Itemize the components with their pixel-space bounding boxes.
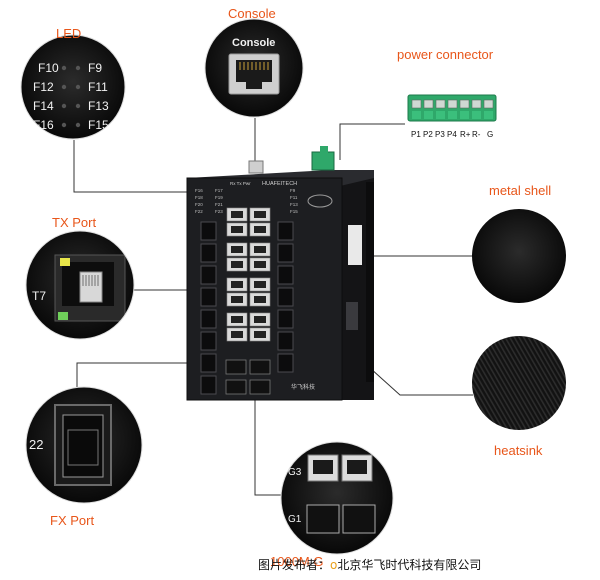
device-led-label: F15 <box>290 209 298 214</box>
gigabit-label-g1: G1 <box>288 514 302 525</box>
pin-label: P4 <box>447 130 457 139</box>
label-tx-port: TX Port <box>52 215 97 230</box>
fx-port-zoom: 22 <box>26 387 142 503</box>
console-zoom: Console <box>205 19 303 117</box>
pin-label: P2 <box>423 130 433 139</box>
device-led-label: F21 <box>215 202 223 207</box>
gigabit-ports <box>225 359 271 395</box>
publisher-footer: 图片发布者：o北京华飞时代科技有限公司 <box>258 556 481 573</box>
device-logo <box>307 194 333 208</box>
pin-label: R- <box>472 130 481 139</box>
metal-shell-zoom <box>472 209 566 303</box>
console-zoom-label: Console <box>232 37 275 49</box>
led-label-f13: F13 <box>88 99 109 113</box>
led-dot <box>61 122 67 128</box>
pin-label: R+ <box>460 130 471 139</box>
led-dot <box>61 65 67 71</box>
label-gigabit-prefix: 1000M G <box>270 554 324 569</box>
led-label-f9: F9 <box>88 61 102 75</box>
switch-device: HUAFEITECH Rx Tx Pwr F16 F18 F20 F22 F17… <box>186 146 374 401</box>
heatsink-connector-line <box>369 367 473 396</box>
heatsink-zoom <box>472 336 566 430</box>
left-sfp-column <box>200 221 217 395</box>
device-led-label: F19 <box>215 195 223 200</box>
label-heatsink: heatsink <box>494 443 543 458</box>
pin-label: P3 <box>435 130 445 139</box>
led-dot <box>61 84 67 90</box>
led-dot <box>75 65 81 71</box>
device-led-label: F17 <box>215 188 223 193</box>
device-led-label: F9 <box>290 188 296 193</box>
led-dot <box>61 103 67 109</box>
led-connector-line <box>73 140 190 193</box>
led-dot <box>75 103 81 109</box>
device-led-label: F20 <box>195 202 203 207</box>
led-zoom: F10 F12 F14 F16 F9 F11 F13 F15 <box>21 35 125 139</box>
device-led-label: F22 <box>195 209 203 214</box>
device-brand: HUAFEITECH <box>262 181 297 187</box>
device-led-label: F16 <box>195 188 203 193</box>
label-gigabit-suffix: o <box>330 558 338 572</box>
label-gigabit: 1000M G <box>270 554 323 569</box>
pin-label: P1 <box>411 130 421 139</box>
label-led: LED <box>56 26 82 41</box>
fxport-connector-line <box>76 362 190 390</box>
device-led-label: F18 <box>195 195 203 200</box>
led-dot <box>75 122 81 128</box>
label-console: Console <box>228 6 276 21</box>
tx-port-zoom: T7 <box>26 231 134 339</box>
device-led-label: F23 <box>215 209 223 214</box>
device-bottom-brand: 华飞科技 <box>291 383 315 391</box>
pin-label: G <box>487 130 493 139</box>
led-label-f14: F14 <box>33 99 54 113</box>
footer-prefix: 图片发布者： <box>258 558 331 572</box>
device-led-label: F13 <box>290 202 298 207</box>
led-label-f11: F11 <box>88 80 108 94</box>
label-metal-shell: metal shell <box>489 183 552 198</box>
device-top-text: Rx Tx Pwr <box>230 181 251 186</box>
power-connector-zoom: P1 P2 P3 P4 R+ R- G <box>405 92 501 140</box>
label-power-connector: power connector <box>397 47 494 62</box>
led-dot <box>75 84 81 90</box>
led-label-f10: F10 <box>38 61 59 75</box>
fx-zoom-label: 22 <box>29 437 43 452</box>
gigabit-label-g3: G3 <box>288 467 302 478</box>
footer-company: 北京华飞时代科技有限公司 <box>337 558 482 572</box>
device-led-label: F11 <box>290 195 298 200</box>
gigabit-zoom: G3 G1 <box>281 442 393 554</box>
label-fx-port: FX Port <box>50 513 95 528</box>
led-label-f12: F12 <box>33 80 54 94</box>
led-label-f15: F15 <box>88 118 109 132</box>
gigabit-connector-line <box>254 395 282 496</box>
tx-zoom-label: T7 <box>32 289 46 303</box>
right-sfp-column <box>277 221 294 373</box>
